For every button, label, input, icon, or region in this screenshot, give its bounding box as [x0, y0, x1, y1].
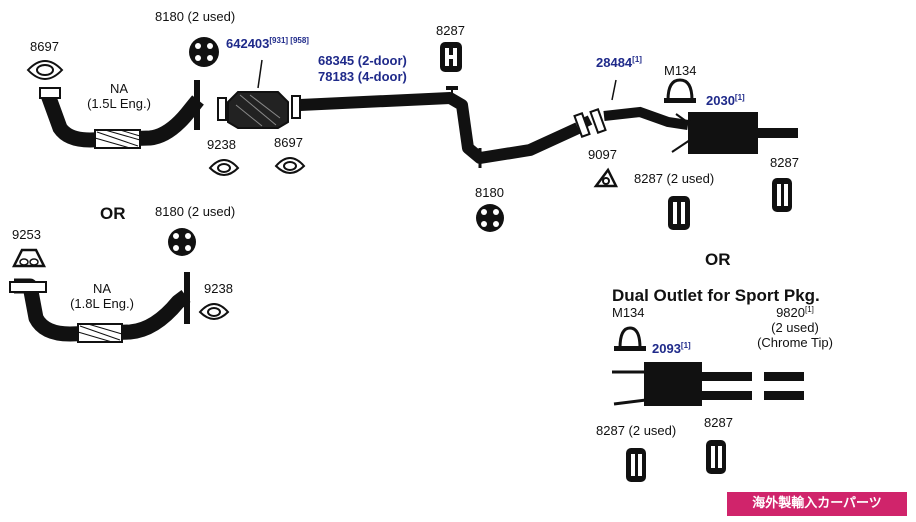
hanger-8287-top-icon: [440, 42, 462, 72]
label-9238-top: 9238: [207, 137, 236, 152]
label-642403: 642403[931] [958]: [226, 36, 309, 51]
rear-pipe-28484: [573, 79, 689, 138]
label-9097: 9097: [588, 147, 617, 162]
front-pipe-1-5l: [39, 80, 204, 149]
gasket-9238-top-icon: [208, 159, 240, 176]
label-8287-right: 8287: [770, 155, 799, 170]
hanger-8287-bottom-icon: [706, 440, 726, 474]
intermediate-pipe: [299, 86, 581, 168]
clamp-m134-bottom-icon: [614, 326, 646, 351]
label-or-right: OR: [705, 250, 731, 269]
label-m134-top: M134: [664, 63, 697, 78]
chrome-tip-9820-icon: [764, 372, 804, 400]
hanger-8287-bottom-2used-icon: [626, 448, 646, 482]
label-8287-bottom: 8287: [704, 415, 733, 430]
label-or-left: OR: [100, 204, 126, 223]
label-na-1-8l: NA(1.8L Eng.): [70, 281, 134, 311]
front-pipe-1-8l: [9, 272, 191, 343]
hanger-8180-left-icon: [168, 228, 196, 256]
label-9253: 9253: [12, 227, 41, 242]
catalytic-converter-642403: [217, 59, 301, 129]
label-m134-bottom: M134: [612, 305, 645, 320]
label-na-1-5l: NA(1.5L Eng.): [87, 81, 151, 111]
muffler-2030: [671, 112, 798, 154]
label-68345: 68345 (2-door): [318, 53, 407, 68]
gasket-8697-top-icon: [26, 60, 64, 80]
gasket-9097-icon: [593, 167, 619, 188]
label-8180-2used-left: 8180 (2 used): [155, 204, 236, 219]
label-2093: 2093[1]: [652, 341, 691, 356]
muffler-2093: [612, 362, 752, 406]
label-8697-mid: 8697: [274, 135, 303, 150]
label-9820: 9820[1] (2 used) (Chrome Tip): [757, 305, 833, 350]
hanger-8180-mid-icon: [476, 204, 504, 232]
label-8287-2used-right: 8287 (2 used): [634, 171, 715, 186]
label-8287-top: 8287: [436, 23, 465, 38]
hanger-8287-right-icon: [772, 178, 792, 212]
label-78183: 78183 (4-door): [318, 69, 407, 84]
label-2030: 2030[1]: [706, 93, 745, 108]
gasket-8697-mid-icon: [274, 157, 306, 174]
gasket-9238-left-icon: [198, 303, 230, 320]
label-9238-left: 9238: [204, 281, 233, 296]
seller-banner: 海外製輸入カーパーツ: [727, 492, 907, 516]
hanger-8287-2used-icon: [668, 196, 690, 230]
label-28484: 28484[1]: [596, 55, 642, 70]
gasket-9253-icon: [11, 248, 47, 268]
label-8180-2used-top: 8180 (2 used): [155, 9, 236, 24]
clamp-m134-top-icon: [664, 78, 696, 103]
label-8180-mid: 8180: [475, 185, 504, 200]
label-dual-outlet: Dual Outlet for Sport Pkg.: [612, 286, 820, 305]
hanger-8180-top-icon: [189, 37, 219, 67]
label-8697-top: 8697: [30, 39, 59, 54]
label-8287-2used-bottom: 8287 (2 used): [596, 423, 677, 438]
